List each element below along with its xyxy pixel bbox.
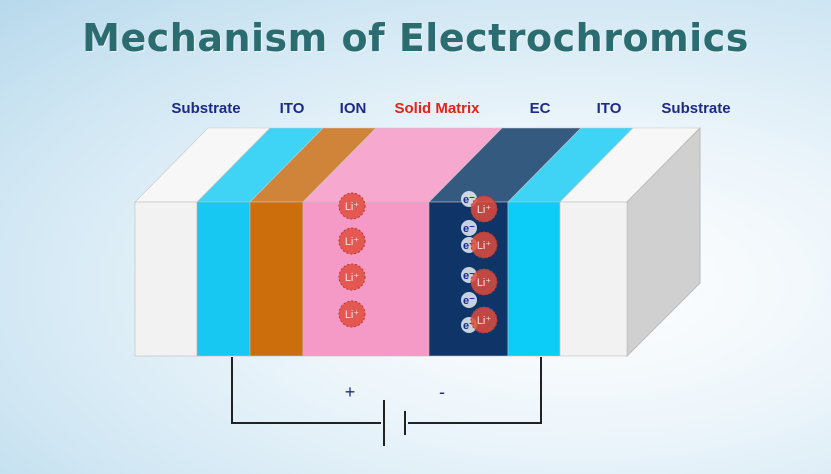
- layer-front-ito-left: [196, 201, 251, 357]
- electron-label: e⁻: [463, 223, 475, 235]
- li-ion-ec: Li⁺: [470, 306, 498, 334]
- label-ec: EC: [529, 100, 551, 117]
- label-solid-matrix: Solid Matrix: [394, 100, 480, 117]
- layer-front-substrate-left: [134, 201, 198, 357]
- li-ion-label: Li⁺: [477, 315, 492, 327]
- circuit-wire-right: [408, 357, 542, 424]
- li-ion-ec: Li⁺: [470, 268, 498, 296]
- label-substrate-left: Substrate: [171, 100, 241, 117]
- layer-front-ion: [249, 201, 304, 357]
- li-ion-label: Li⁺: [345, 272, 360, 284]
- circuit-wire-left: [231, 357, 381, 424]
- electron: e⁻: [461, 292, 477, 308]
- li-ion-matrix: Li⁺: [338, 300, 366, 328]
- li-ion-label: Li⁺: [477, 277, 492, 289]
- li-ion-label: Li⁺: [477, 204, 492, 216]
- electron-label: e⁻: [463, 194, 475, 206]
- li-ion-label: Li⁺: [345, 309, 360, 321]
- li-ion-matrix: Li⁺: [338, 263, 366, 291]
- particles: Li⁺Li⁺Li⁺Li⁺e⁻e⁻e⁻e⁻e⁻e⁻Li⁺Li⁺Li⁺Li⁺: [338, 191, 498, 334]
- electron: e⁻: [461, 220, 477, 236]
- diagram-title: Mechanism of Electrochromics: [82, 16, 749, 60]
- li-ion-label: Li⁺: [345, 236, 360, 248]
- layer-front-ito-right: [507, 201, 561, 357]
- electron-label: e⁻: [463, 295, 475, 307]
- li-ion-matrix: Li⁺: [338, 227, 366, 255]
- label-ito-left: ITO: [279, 100, 305, 117]
- battery-plus-label: +: [345, 382, 356, 402]
- li-ion-label: Li⁺: [345, 201, 360, 213]
- li-ion-label: Li⁺: [477, 240, 492, 252]
- li-ion-ec: Li⁺: [470, 231, 498, 259]
- li-ion-matrix: Li⁺: [338, 192, 366, 220]
- li-ion-ec: Li⁺: [470, 195, 498, 223]
- circuit: [231, 357, 542, 446]
- label-ito-right: ITO: [596, 100, 622, 117]
- layer-front-substrate-right: [559, 201, 628, 357]
- layer-front-faces: [134, 201, 628, 357]
- battery-minus-label: -: [439, 382, 445, 402]
- layer-front-solid-matrix: [302, 201, 430, 357]
- label-substrate-right: Substrate: [661, 100, 731, 117]
- layer-top-faces: [134, 127, 701, 203]
- label-ion: ION: [339, 100, 367, 117]
